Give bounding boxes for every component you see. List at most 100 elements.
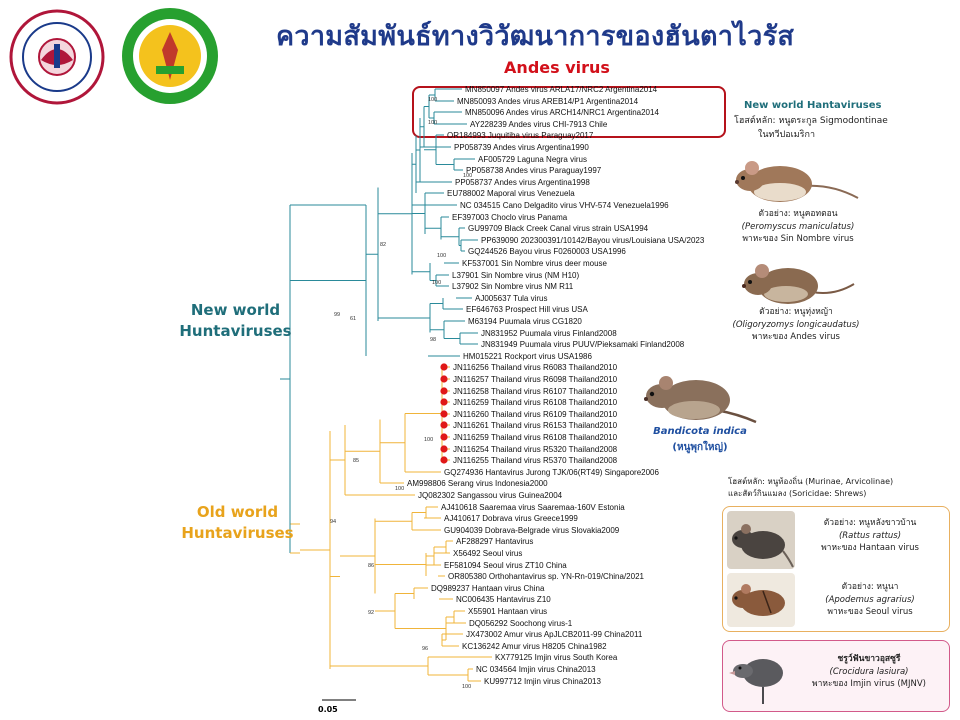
new-world-label-line1: New world	[190, 301, 281, 319]
old-world-example-3: ชรูว์ฟันขาวอุสซูรี (Crocidura lasiura) พ…	[793, 653, 945, 691]
new-world-ex2-line1: ตัวอย่าง: หนูทุ่งหญ้า	[759, 307, 833, 317]
thailand-virus-dot	[440, 363, 448, 371]
tree-leaf-label: GU99709 Black Creek Canal virus strain U…	[468, 224, 649, 233]
tree-leaf-label: AJ410617 Dobrava virus Greece1999	[444, 514, 578, 523]
old-world-ex2-line1: ตัวอย่าง: หนูนา	[841, 582, 899, 592]
faculty-of-medicine-logo	[120, 6, 220, 106]
new-world-example-1: ตัวอย่าง: หนูคอทตอน (Peromyscus manicula…	[736, 208, 860, 246]
bootstrap-value: 100	[463, 173, 472, 179]
tree-leaf-label: JN831949 Puumala virus PUUV/Pieksamaki F…	[481, 340, 685, 349]
excellence-center-logo	[8, 8, 106, 106]
tree-leaf-label: X56492 Seoul virus	[453, 549, 522, 558]
thailand-virus-dot	[440, 445, 448, 453]
thailand-virus-dot	[440, 375, 448, 383]
tree-leaf-label: L37902 Sin Nombre virus NM R11	[452, 282, 574, 291]
tree-leaf-label: L37901 Sin Nombre virus (NM H10)	[452, 271, 579, 280]
bootstrap-value: 100	[395, 486, 404, 492]
tree-leaf-label: DQ989237 Hantaan virus China	[431, 584, 545, 593]
tree-leaf-label: AJ005637 Tula virus	[475, 294, 548, 303]
bootstrap-value: 96	[422, 646, 428, 652]
tree-leaf-label: NC 034515 Cano Delgadito virus VHV-574 V…	[460, 201, 669, 210]
old-world-host-line1: โฮสต์หลัก: หนูท้องถิ่น (Murinae, Arvicol…	[728, 477, 894, 486]
tree-leaf-label: NC 034564 Imjin virus China2013	[476, 665, 596, 674]
tree-leaf-label: MN850093 Andes virus AREB14/P1 Argentina…	[457, 97, 639, 106]
tree-leaf-label: JQ082302 Sangassou virus Guinea2004	[418, 491, 563, 500]
old-world-ex1-line3: พาหะของ Hantaan virus	[821, 543, 919, 553]
bootstrap-value: 82	[380, 242, 386, 248]
bootstrap-value: 100	[437, 253, 446, 259]
tree-leaf-label: KX779125 Imjin virus South Korea	[495, 653, 618, 662]
tree-leaf-label: PP639090 202300391/10142/Bayou virus/Lou…	[481, 236, 705, 245]
tree-leaf-label: KC136242 Amur virus H8205 China1982	[462, 642, 607, 651]
tree-leaf-label: OR184993 Juquitiba virus Paraguay2017	[447, 131, 594, 140]
tree-leaf-label: EF397003 Choclo virus Panama	[452, 213, 568, 222]
tree-leaf-label: EF646763 Prospect Hill virus USA	[466, 305, 588, 314]
deer-mouse-image	[735, 161, 859, 202]
tree-leaf-label: JN116255 Thailand virus R5370 Thailand20…	[453, 456, 618, 465]
tree-leaf-label: DQ056292 Soochong virus-1	[469, 619, 573, 628]
tree-leaf-label: JN116260 Thailand virus R6109 Thailand20…	[453, 410, 618, 419]
bootstrap-value: 92	[368, 610, 374, 616]
andes-virus-label: Andes virus	[504, 58, 610, 77]
thailand-virus-dot	[440, 456, 448, 464]
tree-leaf-label: PP058738 Andes virus Paraguay1997	[466, 166, 602, 175]
striped-field-mouse-image	[727, 573, 795, 627]
tree-leaf-label: JN116257 Thailand virus R6098 Thailand20…	[453, 375, 618, 384]
tree-leaf-label: GU904039 Dobrava-Belgrade virus Slovakia…	[444, 526, 620, 535]
new-world-host-line2: ในทวีปอเมริกา	[758, 130, 815, 140]
old-world-label-line1: Old world	[196, 503, 279, 521]
tree-leaf-label: EU788002 Maporal virus Venezuela	[447, 189, 575, 198]
tree-leaf-label: JN116256 Thailand virus R6083 Thailand20…	[453, 363, 618, 372]
old-world-example-1: ตัวอย่าง: หนูหลังขาวบ้าน (Rattus rattus)…	[795, 517, 945, 555]
ussuri-white-toothed-shrew-image	[729, 659, 783, 704]
old-world-ex3-line1: ชรูว์ฟันขาวอุสซูรี	[837, 654, 901, 664]
old-world-ex1-line2: (Rattus rattus)	[838, 530, 902, 541]
tree-leaf-label: AM998806 Serang virus Indonesia2000	[407, 479, 548, 488]
bootstrap-value: 100	[462, 684, 471, 690]
tree-leaf-label: JN116261 Thailand virus R6153 Thailand20…	[453, 421, 618, 430]
tree-leaf-label: JX473002 Amur virus ApJLCB2011-99 China2…	[466, 630, 643, 639]
tree-leaf-label: GQ274936 Hantavirus Jurong TJK/06(RT49) …	[444, 468, 659, 477]
tree-leaf-label: HM015221 Rockport virus USA1986	[463, 352, 593, 361]
tree-leaf-label: JN116258 Thailand virus R6107 Thailand20…	[453, 387, 618, 396]
bandicota-thai-name: (หนูพุกใหญ่)	[672, 442, 728, 453]
new-world-host-line1: โฮสต์หลัก: หนูตระกูล Sigmodontinae	[734, 116, 888, 126]
old-world-ex1-line1: ตัวอย่าง: หนูหลังขาวบ้าน	[823, 518, 917, 528]
bootstrap-value: 100	[432, 280, 441, 286]
tree-leaf-label: JN831952 Puumala virus Finland2008	[481, 329, 617, 338]
tree-leaf-label: JN116259 Thailand virus R6108 Thailand20…	[453, 398, 618, 407]
tree-leaf-label: KF537001 Sin Nombre virus deer mouse	[462, 259, 608, 268]
thailand-virus-dot	[440, 410, 448, 418]
tree-leaf-label: X55901 Hantaan virus	[468, 607, 547, 616]
tree-leaf-label: NC006435 Hantavirus Z10	[456, 595, 551, 604]
old-world-ex2-line2: (Apodemus agrarius)	[825, 594, 915, 605]
thailand-virus-dot	[440, 433, 448, 441]
thailand-virus-dot	[440, 387, 448, 395]
tree-leaf-label: GQ244526 Bayou virus F0260003 USA1996	[468, 247, 626, 256]
new-world-ex2-line3: พาหะของ Andes virus	[752, 332, 840, 342]
new-world-heading: New world Hantaviruses	[744, 100, 882, 111]
new-world-ex1-line3: พาหะของ Sin Nombre virus	[742, 234, 854, 244]
old-world-example-2: ตัวอย่าง: หนูนา (Apodemus agrarius) พาหะ…	[795, 581, 945, 619]
new-world-example-2: ตัวอย่าง: หนูทุ่งหญ้า (Oligoryzomys long…	[728, 306, 864, 344]
old-world-ex2-line3: พาหะของ Seoul virus	[827, 607, 913, 617]
thailand-virus-dot	[440, 398, 448, 406]
bootstrap-value: 61	[350, 316, 356, 322]
shrew-example-card: ชรูว์ฟันขาวอุสซูรี (Crocidura lasiura) พ…	[722, 640, 950, 712]
tree-leaf-label: MN850097 Andes virus ARLA17/NRC2 Argenti…	[465, 85, 658, 94]
bootstrap-value: 86	[368, 563, 374, 569]
page-title: ความสัมพันธ์ทางวิวัฒนาการของฮันตาไวรัส	[276, 21, 795, 52]
long-tailed-pygmy-rice-rat-image	[742, 264, 855, 304]
new-world-ex1-line2: (Peromyscus maniculatus)	[741, 221, 855, 232]
thailand-virus-dot	[440, 421, 448, 429]
tree-leaf-label: OR805380 Orthohantavirus sp. YN-Rn-019/C…	[448, 572, 645, 581]
old-world-example-card: ตัวอย่าง: หนูหลังขาวบ้าน (Rattus rattus)…	[722, 506, 950, 632]
old-world-label-line2: Huntaviruses	[181, 524, 294, 542]
tree-leaf-label: MN850096 Andes virus ARCH14/NRC1 Argenti…	[465, 108, 659, 117]
tree-leaf-label: KU997712 Imjin virus China2013	[484, 677, 602, 686]
bootstrap-value: 100	[428, 120, 437, 126]
tree-leaf-label: PP058737 Andes virus Argentina1998	[455, 178, 590, 187]
old-world-ex3-line3: พาหะของ Imjin virus (MJNV)	[812, 679, 926, 689]
tree-leaf-label: AY228239 Andes virus CHI-7913 Chile	[470, 120, 608, 129]
